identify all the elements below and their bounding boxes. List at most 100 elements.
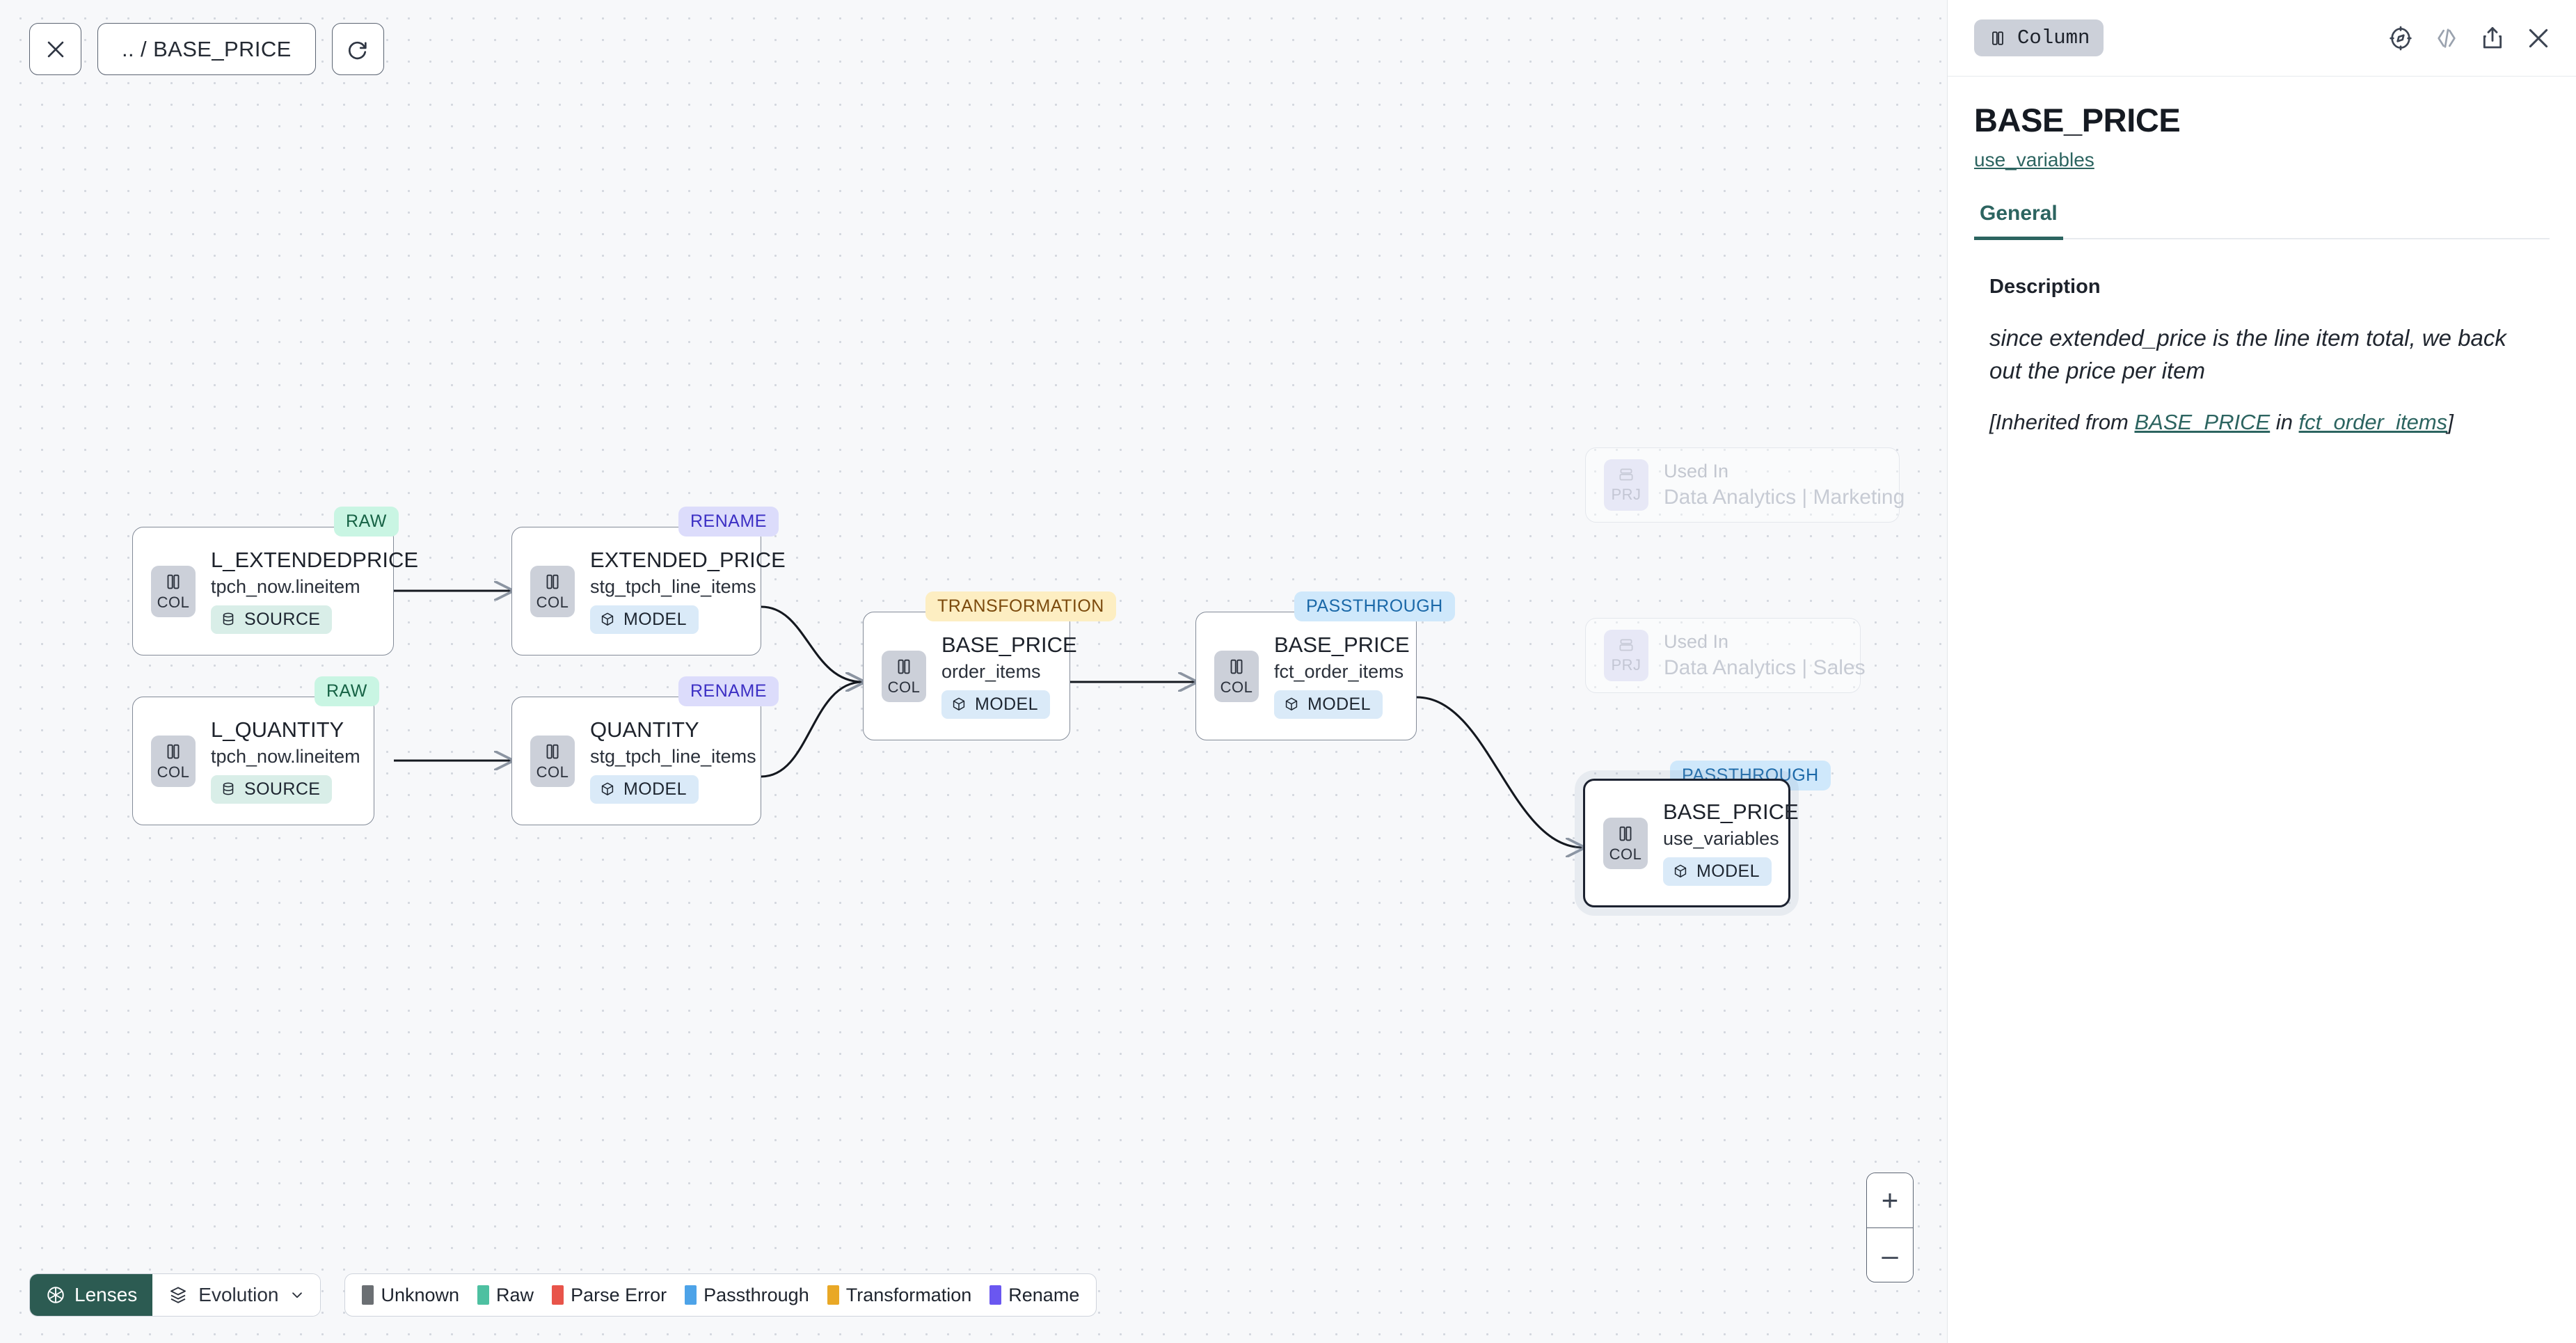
legend-label: Parse Error: [571, 1284, 667, 1305]
node-title: BASE_PRICE: [1663, 800, 1799, 825]
legend-item-rename: Rename: [989, 1285, 1079, 1306]
column-icon: [546, 744, 559, 758]
kind-label: COL: [536, 763, 569, 781]
node-chip-model: MODEL: [1663, 857, 1772, 886]
parent-model-link[interactable]: use_variables: [1974, 149, 2094, 171]
column-kind-badge: COL: [530, 565, 575, 617]
used-in-marketing-node[interactable]: PRJ Used In Data Analytics | Marketing: [1585, 447, 1905, 523]
project-icon: [1619, 639, 1633, 651]
close-graph-button[interactable]: [29, 23, 81, 75]
lineage-canvas[interactable]: .. / BASE_PRICE PRJ Used In Data Analyti…: [0, 0, 1947, 1343]
node-title: L_QUANTITY: [211, 717, 344, 742]
column-icon: [1619, 826, 1632, 841]
chip-label: MODEL: [1696, 861, 1760, 881]
node-subtitle: order_items: [941, 660, 1041, 682]
ghost-project-name: Data Analytics | Sales: [1664, 656, 1866, 680]
compass-icon[interactable]: [2387, 24, 2415, 52]
cube-icon: [953, 698, 965, 711]
chip-label: SOURCE: [244, 779, 321, 799]
column-icon: [546, 574, 559, 589]
lineage-node-extended-price[interactable]: COL EXTENDED_PRICE stg_tpch_line_items M…: [511, 527, 786, 655]
legend-label: Rename: [1008, 1284, 1080, 1305]
kind-label: COL: [1220, 678, 1253, 696]
cube-icon: [601, 783, 614, 796]
zoom-controls[interactable]: + –: [1866, 1173, 1914, 1282]
close-icon[interactable]: [2525, 24, 2552, 52]
inherited-prefix: [Inherited from: [1989, 410, 2135, 435]
ghost-project-name: Data Analytics | Marketing: [1664, 486, 1905, 509]
column-icon: [898, 659, 910, 674]
inherited-model-link[interactable]: fct_order_items: [2298, 410, 2448, 435]
legend-swatch: [827, 1285, 839, 1305]
page-title: BASE_PRICE: [1974, 102, 2181, 138]
column-icon: [167, 744, 180, 758]
lenses-label: Lenses: [74, 1284, 138, 1305]
breadcrumb[interactable]: .. / BASE_PRICE: [97, 23, 316, 75]
node-badge-passthrough: PASSTHROUGH: [1294, 591, 1455, 621]
ghost-used-in-label: Used In: [1664, 631, 1729, 653]
legend-swatch: [685, 1285, 697, 1305]
project-kind-badge: PRJ: [1604, 459, 1648, 511]
node-chip-model: MODEL: [941, 690, 1050, 719]
tab-general[interactable]: General: [1974, 202, 2063, 241]
node-chip-model: MODEL: [590, 774, 699, 804]
legend-item-raw: Raw: [477, 1285, 534, 1306]
project-kind-badge: PRJ: [1604, 630, 1648, 681]
column-kind-badge: COL: [1603, 817, 1648, 869]
lineage-node-l-quantity[interactable]: COL L_QUANTITY tpch_now.lineitem SOURCE: [132, 697, 374, 825]
evolution-dropdown[interactable]: Evolution: [152, 1274, 321, 1316]
node-chip-source: SOURCE: [211, 605, 333, 634]
panel-header-actions[interactable]: [2387, 24, 2552, 52]
zoom-in-button[interactable]: +: [1867, 1173, 1913, 1227]
used-in-sales-node[interactable]: PRJ Used In Data Analytics | Sales: [1585, 618, 1866, 693]
column-icon: [1230, 659, 1243, 674]
canvas-top-controls[interactable]: .. / BASE_PRICE: [29, 23, 384, 75]
lineage-node-l-extendedprice[interactable]: COL L_EXTENDEDPRICE tpch_now.lineitem SO…: [132, 527, 418, 655]
chip-label: MODEL: [975, 694, 1038, 714]
description-section-label: Description: [1989, 276, 2101, 299]
lens-group[interactable]: Lenses Evolution: [29, 1273, 321, 1317]
lineage-node-base-price-fct-order-items[interactable]: COL BASE_PRICE fct_order_items MODEL: [1195, 612, 1417, 740]
inherited-suffix: ]: [2447, 410, 2454, 435]
column-icon: [1992, 31, 2003, 45]
kind-label: COL: [157, 593, 190, 611]
node-subtitle: fct_order_items: [1274, 660, 1404, 682]
ghost-kind-label: PRJ: [1611, 656, 1641, 674]
column-kind-badge: COL: [882, 650, 926, 702]
lineage-node-quantity[interactable]: COL QUANTITY stg_tpch_line_items MODEL: [511, 697, 761, 825]
node-badge-raw: RAW: [334, 507, 399, 537]
node-subtitle: tpch_now.lineitem: [211, 745, 360, 767]
share-icon[interactable]: [2479, 24, 2506, 52]
close-icon: [47, 41, 63, 57]
inherited-mid: in: [2270, 410, 2299, 435]
canvas-bottom-bar[interactable]: Lenses Evolution Unkno: [29, 1273, 1097, 1317]
description-text: since extended_price is the line item to…: [1989, 325, 2506, 384]
lineage-node-base-price-order-items[interactable]: COL BASE_PRICE order_items MODEL: [863, 612, 1077, 740]
ghost-kind-label: PRJ: [1611, 486, 1641, 503]
column-kind-badge: COL: [1214, 650, 1259, 702]
code-icon[interactable]: [2433, 24, 2460, 52]
chip-label: SOURCE: [244, 609, 321, 629]
lineage-legend: Unknown Raw Parse Error Passthrough Tran…: [344, 1273, 1097, 1317]
lineage-node-base-price-use-variables[interactable]: COL BASE_PRICE use_variables MODEL: [1583, 779, 1799, 907]
legend-swatch: [552, 1285, 564, 1305]
node-chip-model: MODEL: [590, 605, 699, 634]
lenses-button[interactable]: Lenses: [30, 1274, 153, 1316]
node-badge-transformation: TRANSFORMATION: [925, 591, 1116, 621]
description-inherited-note: [Inherited from BASE_PRICE in fct_order_…: [1974, 407, 2550, 437]
node-subtitle: stg_tpch_line_items: [590, 745, 756, 767]
column-kind-badge: COL: [151, 735, 196, 787]
node-subtitle: stg_tpch_line_items: [590, 575, 756, 597]
node-title: BASE_PRICE: [1274, 633, 1410, 658]
column-kind-badge: COL: [530, 735, 575, 787]
node-subtitle: tpch_now.lineitem: [211, 575, 360, 597]
zoom-out-button[interactable]: –: [1867, 1227, 1913, 1282]
node-badge-rename: RENAME: [678, 676, 779, 706]
ghost-used-in-label: Used In: [1664, 461, 1729, 482]
entity-type-badge[interactable]: Column: [1974, 19, 2104, 56]
column-kind-badge: COL: [151, 565, 196, 617]
inherited-column-link[interactable]: BASE_PRICE: [2134, 410, 2271, 435]
panel-tabs[interactable]: General: [1974, 202, 2550, 241]
cube-icon: [1285, 698, 1298, 711]
refresh-button[interactable]: [331, 23, 384, 75]
